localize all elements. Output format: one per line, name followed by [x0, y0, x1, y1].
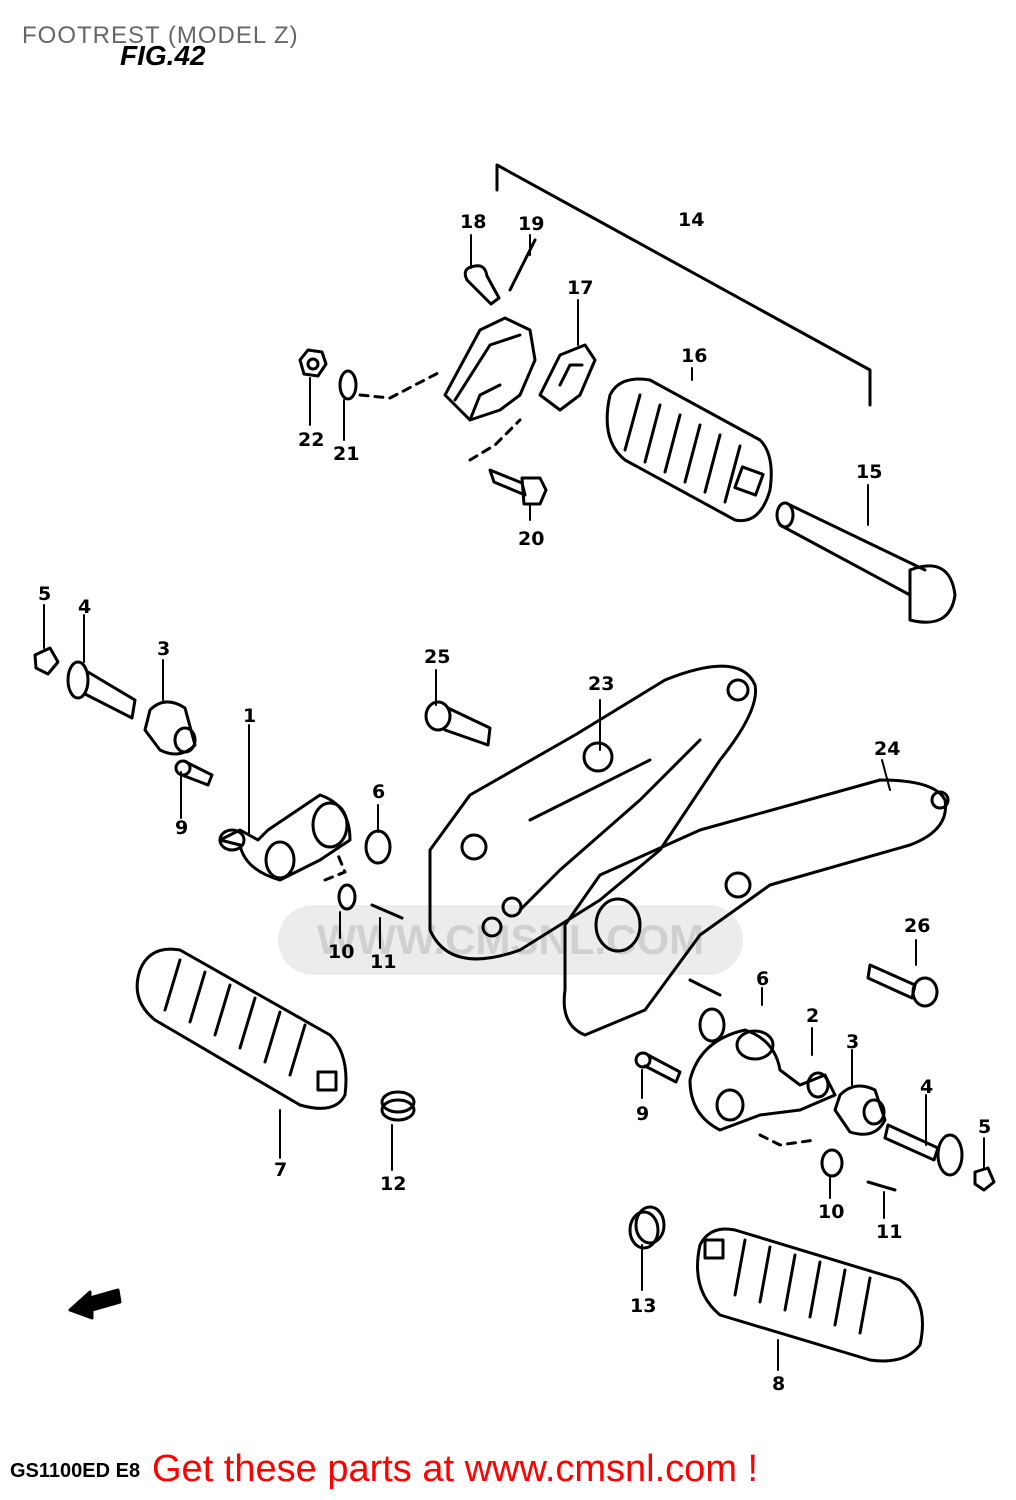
callout-16: 16 [681, 345, 707, 367]
part-1-footrest-arm-right [688, 1028, 837, 1132]
callout-14: 14 [678, 209, 704, 231]
part-9-pin-right [634, 1051, 682, 1084]
part-24-footrest-bracket [562, 778, 950, 1037]
callout-5-left: 5 [38, 583, 51, 605]
model-code: GS1100ED E8 [10, 1460, 141, 1482]
callout-8: 8 [772, 1373, 785, 1395]
part-10-washer-left [337, 883, 357, 911]
callout-5-right: 5 [978, 1116, 991, 1138]
callout-20: 20 [518, 528, 544, 550]
callout-6-left: 6 [372, 781, 385, 803]
part-8-footrest-rubber-right [696, 1227, 924, 1363]
part-10-washer-right [820, 1148, 844, 1178]
part-22-nut [298, 348, 328, 378]
callout-12: 12 [380, 1173, 406, 1195]
forward-arrow-icon [68, 1288, 122, 1320]
callout-4-right: 4 [920, 1076, 933, 1098]
part-17-plate [538, 343, 597, 412]
part-19-pin [508, 238, 537, 292]
callout-18: 18 [460, 211, 486, 233]
part-21-washer [338, 369, 358, 401]
callout-2: 2 [806, 1005, 819, 1027]
part-4-bolt-right [883, 1123, 964, 1177]
part-5-nut-left [33, 646, 60, 676]
callout-22: 22 [298, 429, 324, 451]
callout-15: 15 [856, 461, 882, 483]
part-11-cotter-pin-right [866, 1180, 897, 1192]
part-5-nut-right [973, 1166, 996, 1192]
callout-7: 7 [274, 1159, 287, 1181]
callout-9-right: 9 [636, 1103, 649, 1125]
callout-10-right: 10 [818, 1201, 844, 1223]
part-4-bolt-left [66, 660, 137, 720]
callout-21: 21 [333, 443, 359, 465]
part-20-bolt [488, 468, 548, 506]
figure-label: FIG.42 [120, 40, 206, 71]
callout-13: 13 [630, 1295, 656, 1317]
part-23-footrest-plate [428, 664, 758, 961]
part-3-collar-right [833, 1084, 887, 1136]
part-3-collar-left [143, 700, 197, 756]
part-25-bolt [424, 700, 492, 747]
part-9-pin-left [174, 759, 214, 787]
assembly-bracket-14 [495, 163, 872, 407]
part-26-bolt [866, 963, 939, 1008]
part-16-footrest-rubber [605, 377, 773, 523]
callout-19: 19 [518, 213, 544, 235]
callout-26: 26 [904, 915, 930, 937]
part-12-spring-left [380, 1090, 416, 1122]
part-6-washer-right [698, 1007, 726, 1043]
callout-10-left: 10 [328, 941, 354, 963]
part-7-footrest-rubber-left [135, 947, 348, 1110]
part-18-bolt [463, 264, 501, 306]
callout-11-right: 11 [876, 1221, 902, 1243]
part-1-footrest-arm-left [218, 793, 352, 882]
callout-9-left: 9 [175, 817, 188, 839]
callout-4-left: 4 [78, 596, 91, 618]
part-13-spring-right [628, 1205, 666, 1250]
callout-1: 1 [243, 705, 256, 727]
callout-24: 24 [874, 738, 900, 760]
part-hanger-bracket [443, 316, 537, 422]
leader-lines [43, 234, 985, 1371]
callout-11-left: 11 [370, 951, 396, 973]
callout-6-right: 6 [756, 968, 769, 990]
part-15-footrest-shaft [775, 501, 957, 624]
callout-3-left: 3 [157, 638, 170, 660]
callout-25: 25 [424, 646, 450, 668]
part-11-cotter-pin-left [370, 903, 404, 920]
callout-17: 17 [567, 277, 593, 299]
callout-23: 23 [588, 673, 614, 695]
diagram-title: FOOTREST (MODEL Z) [22, 22, 299, 49]
part-6-washer-left [364, 829, 392, 865]
callout-3-right: 3 [846, 1031, 859, 1053]
promo-link[interactable]: Get these parts at www.cmsnl.com ! [152, 1448, 759, 1490]
